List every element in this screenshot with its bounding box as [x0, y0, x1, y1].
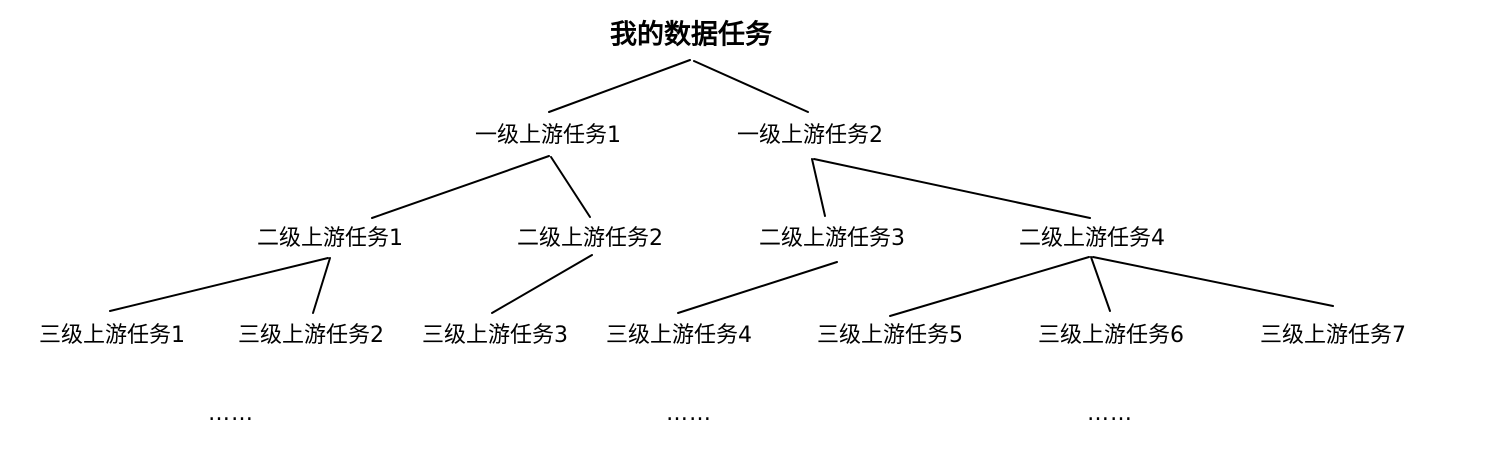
node-root-my-data-task: 我的数据任务 — [610, 19, 772, 51]
edge-l2-task3-to-l3-task4 — [677, 261, 838, 314]
edge-root-to-l1-task1 — [548, 59, 691, 113]
node-l3-upstream-task-2: 三级上游任务2 — [238, 323, 384, 348]
edge-l2-task4-to-l3-task7 — [1092, 256, 1334, 307]
edge-l1-task1-to-l2-task2 — [550, 156, 591, 218]
edge-root-to-l1-task2 — [693, 60, 809, 113]
node-l1-upstream-task-2: 一级上游任务2 — [737, 123, 883, 148]
node-l3-upstream-task-7: 三级上游任务7 — [1260, 323, 1406, 348]
edge-l2-task1-to-l3-task1 — [109, 257, 329, 312]
node-l3-upstream-task-4: 三级上游任务4 — [606, 323, 752, 348]
ellipsis-more-tasks-middle: …… — [666, 401, 712, 426]
node-l3-upstream-task-1: 三级上游任务1 — [39, 323, 185, 348]
edge-l1-task2-to-l2-task4 — [813, 158, 1091, 219]
edge-l1-task1-to-l2-task1 — [371, 155, 550, 219]
node-l3-upstream-task-6: 三级上游任务6 — [1038, 323, 1184, 348]
ellipsis-more-tasks-right: …… — [1087, 401, 1133, 426]
node-l3-upstream-task-5: 三级上游任务5 — [817, 323, 963, 348]
edge-l2-task4-to-l3-task5 — [889, 256, 1090, 317]
node-l1-upstream-task-1: 一级上游任务1 — [475, 123, 621, 148]
edge-l2-task4-to-l3-task6 — [1090, 256, 1111, 312]
edge-l1-task2-to-l2-task3 — [811, 158, 826, 217]
node-l3-upstream-task-3: 三级上游任务3 — [422, 323, 568, 348]
node-l2-upstream-task-4: 二级上游任务4 — [1019, 226, 1165, 251]
ellipsis-more-tasks-left: …… — [208, 401, 254, 426]
edge-l2-task2-to-l3-task3 — [491, 254, 593, 314]
node-l2-upstream-task-1: 二级上游任务1 — [257, 226, 403, 251]
node-l2-upstream-task-2: 二级上游任务2 — [517, 226, 663, 251]
node-l2-upstream-task-3: 二级上游任务3 — [759, 226, 905, 251]
edge-l2-task1-to-l3-task2 — [312, 257, 331, 314]
